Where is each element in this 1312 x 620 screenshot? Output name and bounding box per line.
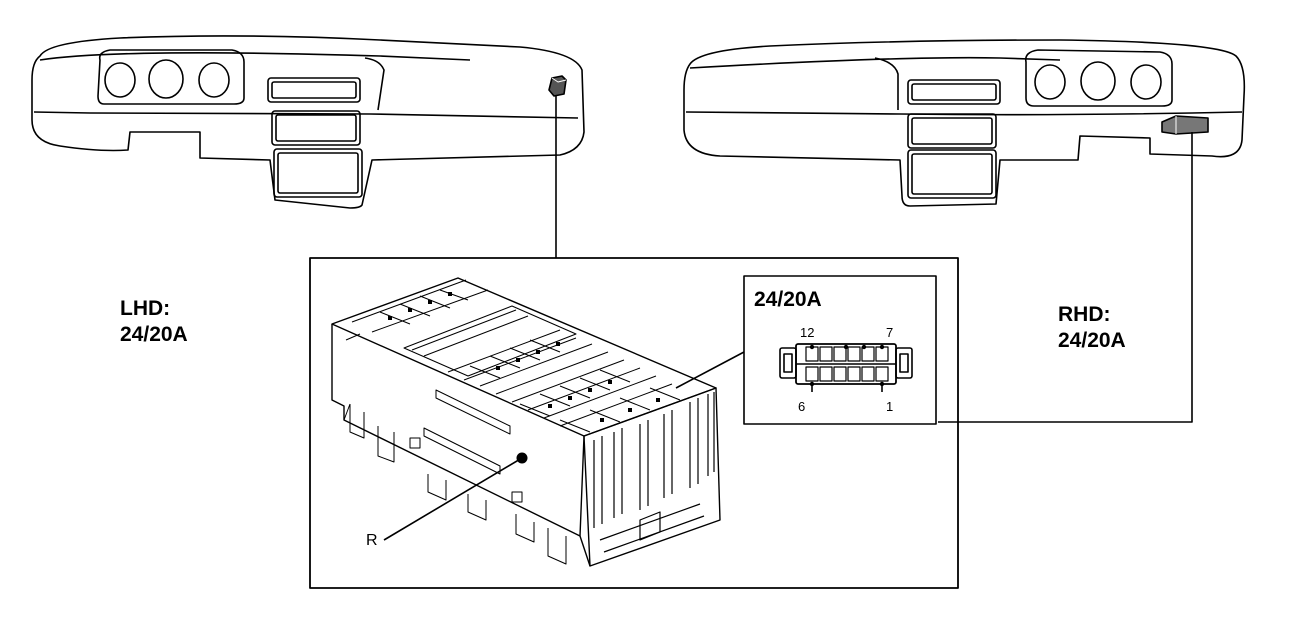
pin-label-7: 7	[886, 325, 894, 340]
pin-label-12: 12	[800, 325, 815, 340]
rhd-dashboard	[683, 39, 1246, 207]
lhd-dashboard	[31, 35, 585, 209]
pin-label-1: 1	[886, 399, 894, 414]
callout-r-label: R	[366, 532, 378, 549]
connector-detail	[743, 275, 937, 425]
pin-label-6: 6	[798, 399, 806, 414]
lhd-code-label: 24/20A	[120, 323, 188, 346]
rhd-leader-line	[938, 132, 1193, 423]
rhd-code-label: 24/20A	[1058, 329, 1126, 352]
r-leader-line	[383, 457, 523, 541]
lhd-side-label: LHD:	[120, 297, 171, 320]
connector-leader-line	[675, 351, 745, 389]
connector-title: 24/20A	[754, 288, 822, 311]
rhd-side-label: RHD:	[1058, 303, 1111, 326]
fuse-box	[331, 277, 721, 567]
inset-frame	[309, 257, 959, 589]
